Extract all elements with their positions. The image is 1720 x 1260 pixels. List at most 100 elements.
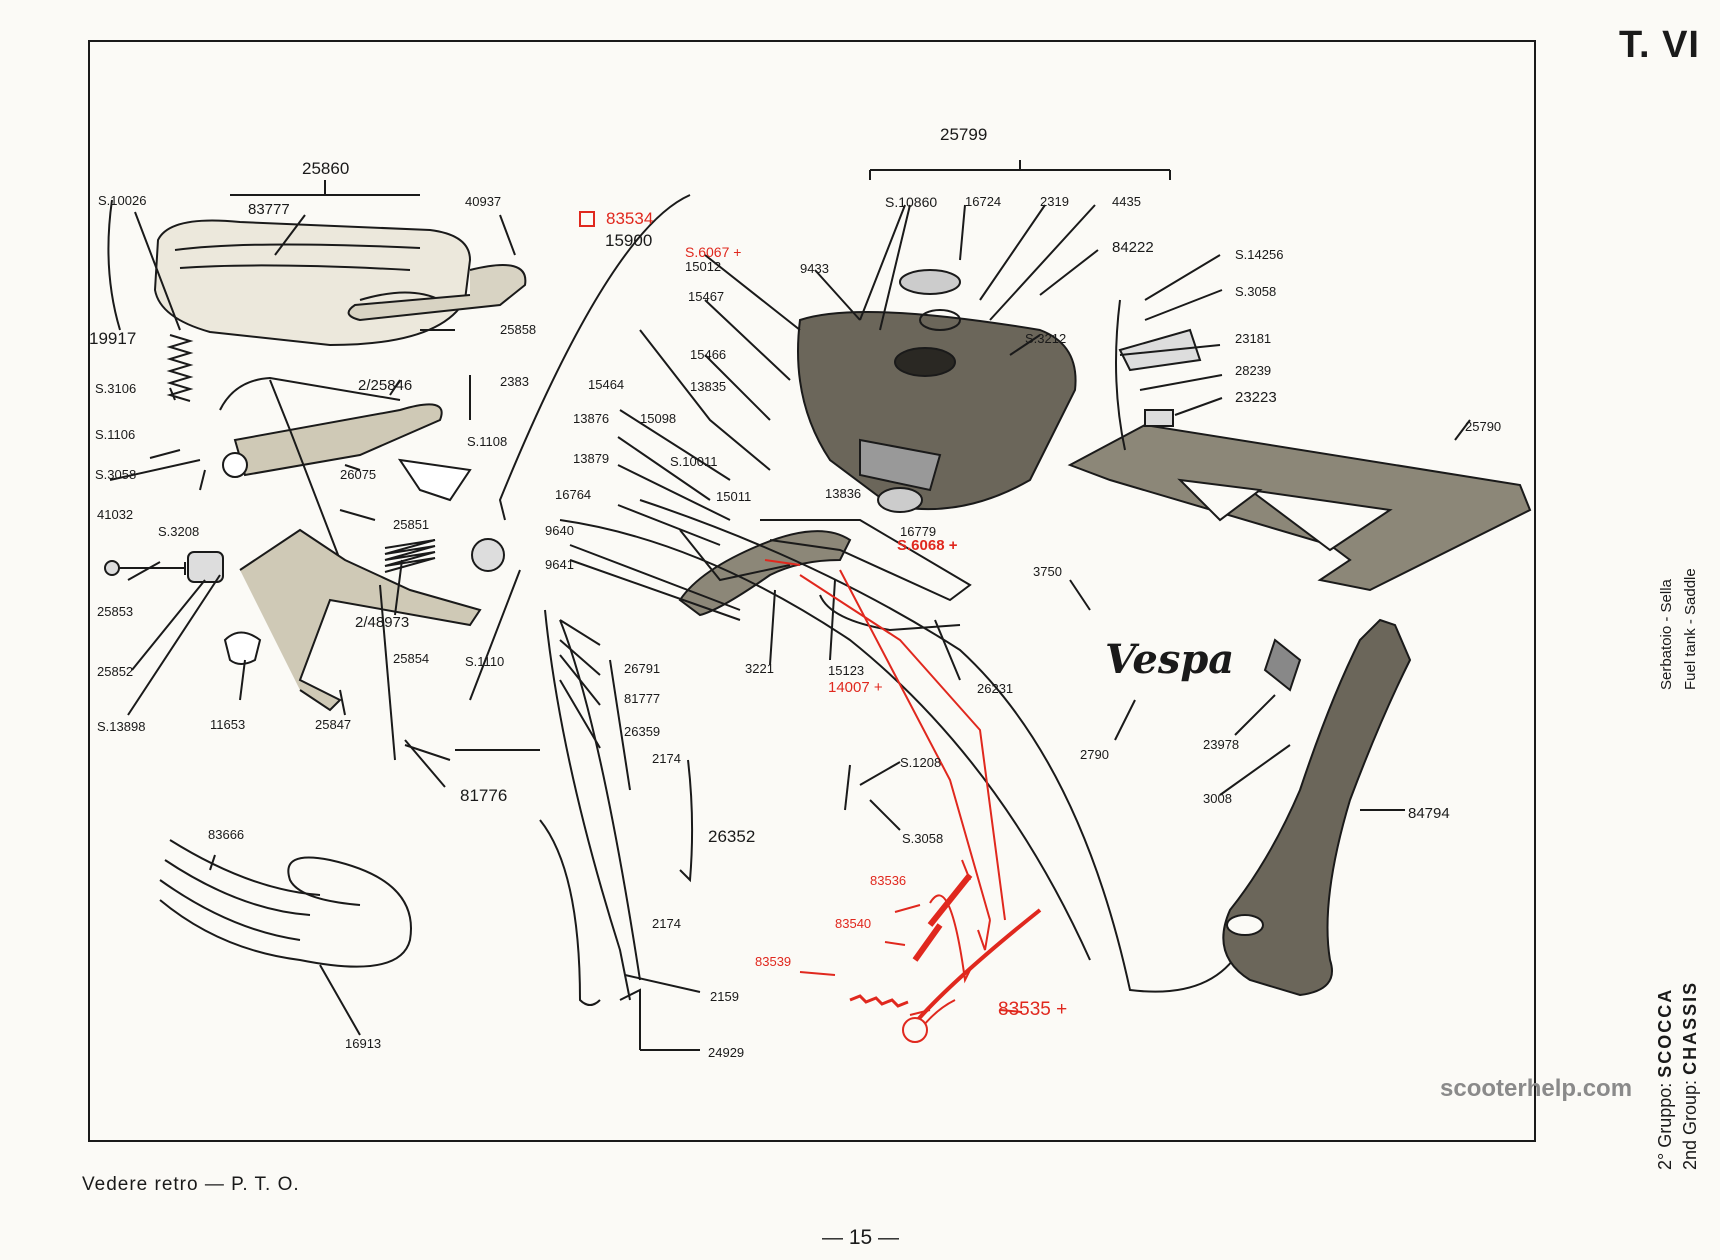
part-label: S.1110 xyxy=(465,654,505,669)
part-label: 13879 xyxy=(573,451,610,466)
part-label: 81777 xyxy=(624,691,661,706)
part-label: 83777 xyxy=(248,201,290,218)
part-label: S.10026 xyxy=(98,193,147,208)
spring-19917 xyxy=(166,334,194,402)
footer-note: Vedere retro — P. T. O. xyxy=(82,1174,300,1195)
part-label: 4435 xyxy=(1112,194,1141,209)
group-label-it-name: SCOCCA xyxy=(1655,987,1675,1078)
part-label: 26231 xyxy=(977,681,1014,696)
part-label: 19917 xyxy=(89,329,137,348)
part-label: 16724 xyxy=(965,194,1002,209)
group-label-en-prefix: 2nd Group: xyxy=(1680,1079,1700,1170)
part-label: S.14256 xyxy=(1235,247,1284,262)
part-label: 23978 xyxy=(1203,737,1240,752)
part-label: 25790 xyxy=(1465,419,1502,434)
section-label-en: Fuel tank - Saddle xyxy=(1682,568,1699,690)
part-label: 83536 xyxy=(870,873,907,888)
part-label: 83666 xyxy=(208,827,245,842)
part-label: 16764 xyxy=(555,487,592,502)
part-label: 84794 xyxy=(1408,805,1450,822)
part-label: 24929 xyxy=(708,1045,745,1060)
part-label: S.3058 xyxy=(1235,284,1277,299)
watermark: scooterhelp.com xyxy=(1440,1075,1633,1102)
part-label: 13836 xyxy=(825,486,862,501)
part-label: 3008 xyxy=(1203,791,1232,806)
part-label: 15467 xyxy=(688,289,725,304)
part-label: 2/25846 xyxy=(358,377,413,394)
part-label: 15466 xyxy=(690,347,727,362)
part-label: S.1106 xyxy=(95,427,136,442)
group-label-en: 2nd Group: CHASSIS xyxy=(1680,981,1701,1170)
fuel-tap-lever xyxy=(760,519,972,602)
lower-lever xyxy=(239,528,482,712)
part-label: 9433 xyxy=(800,261,829,276)
spring-48973 xyxy=(384,539,436,573)
part-label: 2/48973 xyxy=(355,614,410,631)
part-label: 2383 xyxy=(500,374,529,389)
saddle-support-frame xyxy=(219,376,401,561)
part-label: 28239 xyxy=(1235,363,1272,378)
part-label: S.3058 xyxy=(902,831,944,846)
part-label: 2174 xyxy=(652,916,681,931)
part-label: 26352 xyxy=(708,827,756,846)
part-label: S.1208 xyxy=(900,755,942,770)
part-label: 2319 xyxy=(1040,194,1069,209)
part-label: S.6068 + xyxy=(897,537,958,554)
part-label: 13835 xyxy=(690,379,727,394)
part-label: 25854 xyxy=(393,651,430,666)
part-label: 26791 xyxy=(624,661,661,676)
part-label: 2174 xyxy=(652,751,681,766)
saddle-handle xyxy=(347,264,527,322)
vespa-logo: Vespa xyxy=(1105,636,1235,683)
part-label: 16779 xyxy=(900,524,937,539)
part-label: 15012 xyxy=(685,259,722,274)
part-label: S.3208 xyxy=(158,524,200,539)
part-label: S.10011 xyxy=(670,454,718,469)
part-label: 15464 xyxy=(588,377,625,392)
page-number: — 15 — xyxy=(822,1226,900,1249)
part-label: 3750 xyxy=(1033,564,1062,579)
part-label: 83535 + xyxy=(998,999,1068,1020)
plate-title: T. VI xyxy=(1618,24,1700,66)
part-label: S.6067 + xyxy=(685,244,742,260)
part-label: 41032 xyxy=(97,507,134,522)
part-label: 25799 xyxy=(940,125,988,144)
part-label: S.13898 xyxy=(97,719,146,734)
part-label: 25858 xyxy=(500,322,537,337)
part-label: 81776 xyxy=(460,786,508,805)
part-label: S.3212 xyxy=(1025,331,1067,346)
group-label-it-prefix: 2° Gruppo: xyxy=(1655,1082,1675,1170)
cable-26352 xyxy=(544,609,631,1001)
part-label: S.1108 xyxy=(467,434,508,449)
body-outline xyxy=(639,499,1241,993)
pin-83536 xyxy=(927,873,973,927)
part-label: 15123 xyxy=(828,663,865,678)
section-label-it: Serbatoio - Sella xyxy=(1658,579,1675,690)
part-label: 83539 xyxy=(755,954,792,969)
new-part-marker xyxy=(579,211,595,227)
part-label: 25852 xyxy=(97,664,134,679)
pin-83540 xyxy=(912,923,943,962)
part-label: 25860 xyxy=(302,159,350,178)
part-label: 40937 xyxy=(465,194,502,209)
part-label: 23223 xyxy=(1235,389,1277,406)
group-label-en-name: CHASSIS xyxy=(1680,980,1700,1075)
group-label-it: 2° Gruppo: SCOCCA xyxy=(1655,988,1676,1170)
part-label: 25851 xyxy=(393,517,430,532)
part-label: 9640 xyxy=(545,523,574,538)
part-label: 83534 xyxy=(606,209,654,228)
legshield-83666 xyxy=(159,856,412,968)
part-label: 2159 xyxy=(710,989,739,1004)
part-label: 16913 xyxy=(345,1036,382,1051)
fuel-cap xyxy=(899,269,961,295)
part-label: S.10860 xyxy=(885,194,938,210)
part-label: 15011 xyxy=(716,489,752,504)
part-label: S.3106 xyxy=(95,381,137,396)
saddle-shape xyxy=(153,219,472,347)
part-label: 84222 xyxy=(1112,239,1154,256)
spring-83539 xyxy=(849,994,909,1008)
part-label: 25847 xyxy=(315,717,352,732)
frame-strut-84794 xyxy=(1222,618,1412,997)
part-label: 26359 xyxy=(624,724,661,739)
